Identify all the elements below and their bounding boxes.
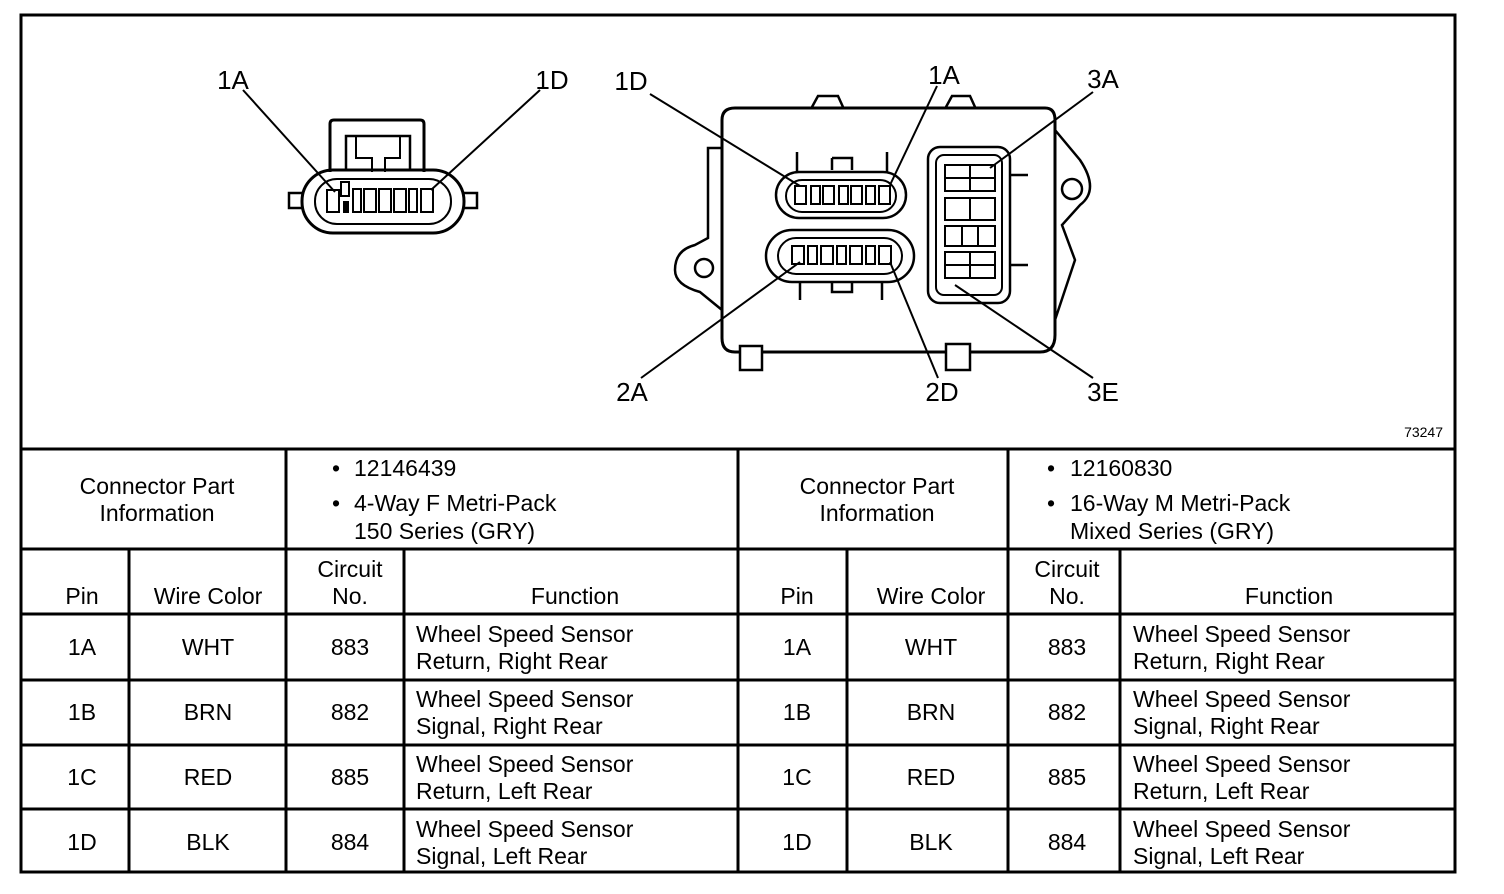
t1-row1-circuit: 883 <box>331 634 369 660</box>
t1-header-function: Function <box>531 583 619 609</box>
pinout-table-grid <box>21 447 1455 872</box>
t1-row4-circuit: 884 <box>331 829 370 855</box>
label-right-1d: 1D <box>614 66 647 96</box>
t2-row1-func-line2: Return, Right Rear <box>1133 648 1325 674</box>
t1-row3-func-line2: Return, Left Rear <box>416 778 593 804</box>
label-right-2a: 2A <box>616 377 648 407</box>
t1-bullet-1: • <box>332 455 340 481</box>
t2-row3-circuit: 885 <box>1048 764 1086 790</box>
t2-bullet-2: • <box>1047 490 1055 516</box>
t2-row2-wire: BRN <box>907 699 956 725</box>
t1-row1-pin: 1A <box>68 634 97 660</box>
t1-row3-pin: 1C <box>67 764 96 790</box>
t2-info-label-line2: Information <box>819 500 934 526</box>
t2-row1-func-line1: Wheel Speed Sensor <box>1133 621 1351 647</box>
t2-row2-func-line2: Signal, Right Rear <box>1133 713 1320 739</box>
t1-header-pin: Pin <box>65 583 98 609</box>
t2-desc-line1: 16-Way M Metri-Pack <box>1070 490 1291 516</box>
t2-row2-circuit: 882 <box>1048 699 1086 725</box>
t2-row1-pin: 1A <box>783 634 812 660</box>
t1-bullet-2: • <box>332 490 340 516</box>
t1-header-circuit-line2: No. <box>332 583 368 609</box>
t1-row2-func-line1: Wheel Speed Sensor <box>416 686 634 712</box>
label-left-1a: 1A <box>217 65 249 95</box>
label-left-1d: 1D <box>535 65 568 95</box>
t1-info-label-line1: Connector Part <box>80 473 235 499</box>
t2-row4-func-line2: Signal, Left Rear <box>1133 843 1305 869</box>
t1-row4-func-line1: Wheel Speed Sensor <box>416 816 634 842</box>
t1-row2-func-line2: Signal, Right Rear <box>416 713 603 739</box>
t1-row3-func-line1: Wheel Speed Sensor <box>416 751 634 777</box>
t2-bullet-1: • <box>1047 455 1055 481</box>
t2-header-pin: Pin <box>780 583 813 609</box>
t2-header-circuit-line1: Circuit <box>1034 556 1100 582</box>
t2-row2-func-line1: Wheel Speed Sensor <box>1133 686 1351 712</box>
sixteen-way-connector-drawing <box>640 85 1094 379</box>
figure-number: 73247 <box>1404 424 1443 440</box>
t2-row3-wire: RED <box>907 764 956 790</box>
t2-part-number: 12160830 <box>1070 455 1172 481</box>
t1-row2-circuit: 882 <box>331 699 369 725</box>
t2-header-function: Function <box>1245 583 1333 609</box>
t2-row3-func-line1: Wheel Speed Sensor <box>1133 751 1351 777</box>
t2-row2-pin: 1B <box>783 699 811 725</box>
t2-header-circuit-line2: No. <box>1049 583 1085 609</box>
t2-header-wire: Wire Color <box>877 583 986 609</box>
label-right-3a: 3A <box>1087 64 1119 94</box>
t1-row1-func-line1: Wheel Speed Sensor <box>416 621 634 647</box>
t2-row3-func-line2: Return, Left Rear <box>1133 778 1310 804</box>
label-right-1a: 1A <box>928 60 960 90</box>
t1-row2-wire: BRN <box>184 699 233 725</box>
t1-row2-pin: 1B <box>68 699 96 725</box>
t1-row4-func-line2: Signal, Left Rear <box>416 843 588 869</box>
t2-row1-circuit: 883 <box>1048 634 1086 660</box>
label-right-3e: 3E <box>1087 377 1119 407</box>
t1-desc-line1: 4-Way F Metri-Pack <box>354 490 557 516</box>
t1-desc-line2: 150 Series (GRY) <box>354 518 535 544</box>
label-right-2d: 2D <box>925 377 958 407</box>
t1-row4-pin: 1D <box>67 829 96 855</box>
t2-row4-wire: BLK <box>909 829 953 855</box>
t2-row4-func-line1: Wheel Speed Sensor <box>1133 816 1351 842</box>
t1-header-wire: Wire Color <box>154 583 263 609</box>
t2-row3-pin: 1C <box>782 764 811 790</box>
t2-info-label-line1: Connector Part <box>800 473 955 499</box>
t1-row3-circuit: 885 <box>331 764 369 790</box>
t2-desc-line2: Mixed Series (GRY) <box>1070 518 1274 544</box>
t1-row3-wire: RED <box>184 764 233 790</box>
t1-row1-wire: WHT <box>182 634 234 660</box>
t2-row4-circuit: 884 <box>1048 829 1087 855</box>
four-way-connector-drawing <box>242 89 541 235</box>
t1-info-label-line2: Information <box>99 500 214 526</box>
t1-row4-wire: BLK <box>186 829 230 855</box>
t2-row1-wire: WHT <box>905 634 957 660</box>
t1-row1-func-line2: Return, Right Rear <box>416 648 608 674</box>
t2-row4-pin: 1D <box>782 829 811 855</box>
t1-header-circuit-line1: Circuit <box>317 556 383 582</box>
t1-part-number: 12146439 <box>354 455 456 481</box>
